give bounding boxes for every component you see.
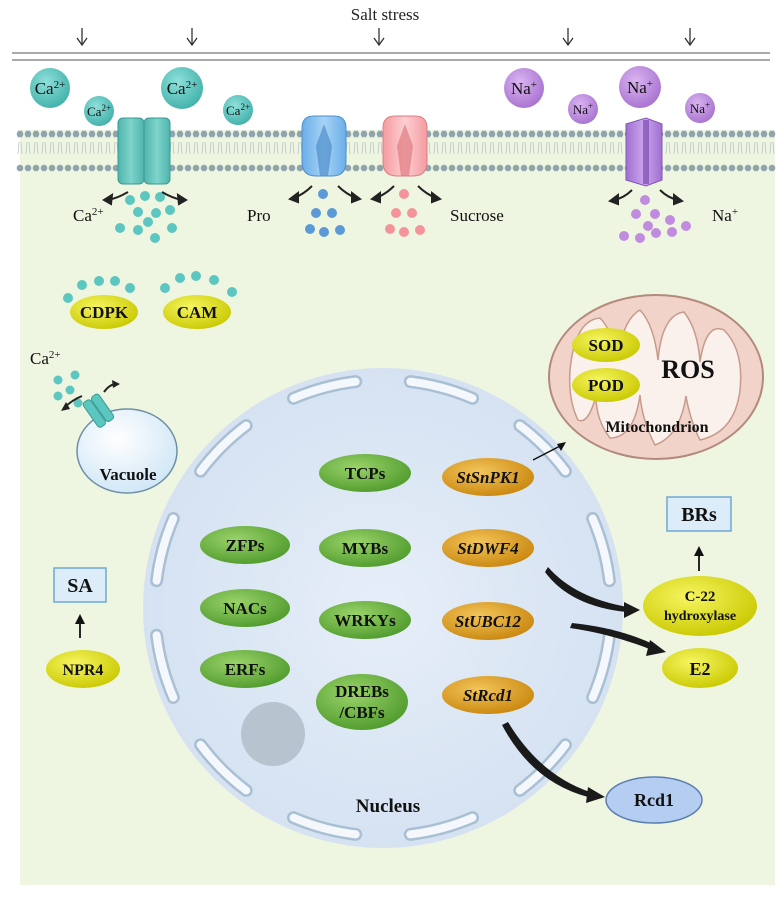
mitochondrion: Mitochondrion ROS	[548, 294, 764, 460]
svg-text:TCPs: TCPs	[345, 464, 386, 483]
na-channel-icon	[625, 117, 663, 187]
cam-node: CAM	[160, 271, 237, 329]
svg-text:Mitochondrion: Mitochondrion	[605, 419, 708, 436]
sod-node: SOD	[572, 328, 640, 362]
svg-text:NACs: NACs	[223, 599, 267, 618]
down-arrow-icon	[373, 28, 385, 47]
tf-drebs-cbfs: DREBs /CBFs	[316, 674, 408, 730]
ca-ion-extracellular: Ca2+	[30, 68, 70, 108]
e2-node: E2	[662, 648, 738, 688]
svg-text:SA: SA	[67, 575, 93, 597]
arrow-snpk1-to-mito	[532, 442, 566, 461]
svg-text:Ca2+: Ca2+	[226, 102, 250, 118]
svg-text:ZFPs: ZFPs	[226, 536, 265, 555]
svg-text:DREBs: DREBs	[335, 682, 389, 701]
sucrose-label: Sucrose	[450, 206, 504, 225]
svg-text:C-22: C-22	[685, 589, 716, 605]
na-ion-extracellular: Na+	[685, 93, 715, 123]
arrow-npr4-to-sa	[75, 614, 85, 638]
ca-ion-extracellular: Ca2+	[161, 67, 203, 109]
svg-text:ERFs: ERFs	[225, 660, 266, 679]
svg-text:Vacuole: Vacuole	[100, 465, 157, 484]
gene-stsnpk1: StSnPK1	[442, 458, 534, 496]
nucleolus	[241, 702, 305, 766]
tapering-arrows	[502, 567, 666, 803]
svg-text:Na+: Na+	[511, 79, 537, 98]
svg-text:StUBC12: StUBC12	[455, 612, 522, 631]
tf-zfps: ZFPs	[200, 526, 290, 564]
svg-text:MYBs: MYBs	[342, 539, 389, 558]
npr4-node: NPR4	[46, 650, 120, 688]
ca-ion-extracellular: Ca2+	[84, 96, 114, 126]
down-arrow-icon	[684, 28, 696, 47]
down-arrow-icon	[186, 28, 198, 47]
c22-hydroxylase-node: C-22 hydroxylase	[643, 576, 757, 636]
gene-stubc12: StUBC12	[442, 602, 534, 640]
svg-text:Na+: Na+	[690, 100, 710, 116]
tf-tcps: TCPs	[319, 454, 411, 492]
na-ion-extracellular: Na+	[504, 68, 544, 108]
tf-erfs: ERFs	[200, 650, 290, 688]
svg-text:Ca2+: Ca2+	[30, 349, 61, 368]
down-arrow-icon	[76, 28, 88, 47]
svg-text:StDWF4: StDWF4	[457, 539, 518, 558]
rcd1-node: Rcd1	[605, 776, 703, 824]
svg-text:/CBFs: /CBFs	[338, 703, 385, 722]
gene-stdwf4: StDWF4	[442, 529, 534, 567]
svg-text:POD: POD	[588, 376, 624, 395]
pod-node: POD	[572, 368, 640, 402]
tf-nacs: NACs	[200, 589, 290, 627]
cell-wall	[12, 52, 770, 61]
svg-text:Ca2+: Ca2+	[167, 79, 198, 98]
efflux-arrows	[102, 185, 685, 206]
pro-label: Pro	[247, 206, 271, 225]
ca-channel-icon	[117, 117, 171, 185]
svg-text:Na+: Na+	[573, 101, 593, 117]
svg-text:CDPK: CDPK	[80, 303, 129, 322]
sa-box: SA	[53, 567, 107, 603]
ca-ion-label: Ca2+	[73, 206, 104, 225]
cdpk-node: CDPK	[63, 276, 138, 329]
salt-stress-title: Salt stress	[351, 5, 419, 24]
sucrose-transporter-icon	[382, 115, 428, 177]
tf-mybs: MYBs	[319, 529, 411, 567]
vacuole: Ca2+ Vacuole	[30, 349, 178, 494]
nucleus-label: Nucleus	[356, 796, 420, 817]
salt-stress-arrows	[76, 28, 696, 47]
svg-text:NPR4: NPR4	[63, 662, 104, 679]
svg-text:Ca2+: Ca2+	[35, 79, 66, 98]
ros-label: ROS	[661, 355, 714, 384]
svg-text:BRs: BRs	[681, 504, 717, 526]
svg-text:SOD: SOD	[589, 336, 624, 355]
svg-text:WRKYs: WRKYs	[334, 611, 396, 630]
na-ion-label: Na+	[712, 206, 738, 225]
svg-text:hydroxylase: hydroxylase	[664, 609, 736, 624]
svg-text:Ca2+: Ca2+	[87, 103, 111, 119]
pro-transporter-icon	[301, 115, 347, 177]
na-ion-extracellular: Na+	[619, 66, 661, 108]
svg-text:CAM: CAM	[177, 303, 218, 322]
ca-ion-extracellular: Ca2+	[223, 95, 253, 125]
na-ion-extracellular: Na+	[568, 94, 598, 124]
svg-text:StRcd1: StRcd1	[463, 686, 513, 705]
svg-text:StSnPK1: StSnPK1	[456, 468, 519, 487]
ion-particles	[115, 189, 691, 243]
gene-strcd1: StRcd1	[442, 676, 534, 714]
brs-box: BRs	[666, 496, 732, 532]
svg-text:Rcd1: Rcd1	[634, 790, 674, 810]
arrow-c22-to-brs	[694, 546, 704, 571]
down-arrow-icon	[562, 28, 574, 47]
svg-text:Na+: Na+	[627, 78, 653, 97]
svg-text:E2: E2	[689, 659, 710, 679]
tf-wrkys: WRKYs	[319, 601, 411, 639]
